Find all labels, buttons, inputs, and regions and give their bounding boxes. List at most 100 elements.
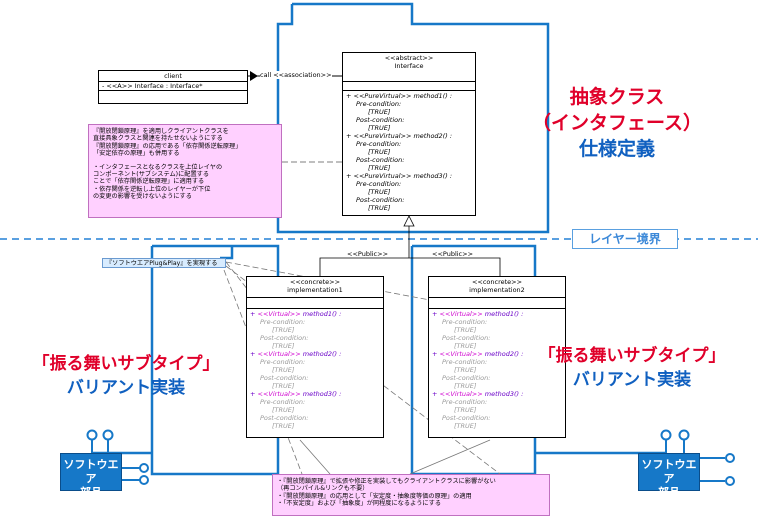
plus-sign: +	[250, 310, 256, 318]
interface-title-line1: 抽象クラス	[569, 86, 665, 108]
software-component-left[interactable]: ソフトウエア 部品	[60, 453, 122, 499]
client-attribute: - <<A>> Interface : Interface*	[99, 82, 247, 91]
impl2-method-post: Post-condition:	[442, 374, 491, 382]
note-line: 『開放閉鎖原理』の応用である「依存関係逆転原理」	[93, 142, 242, 150]
method-name: method3() :	[302, 390, 342, 398]
client-class[interactable]: client - <<A>> Interface : Interface*	[98, 70, 248, 104]
port-icon	[139, 475, 149, 485]
note-line: ・『開放閉鎖原理』で拡張や修正を実装してもクライアントクラスに影響がない	[277, 478, 496, 485]
interface-header: <<abstract>> Interface	[343, 53, 475, 82]
component-label-line2: 部品	[658, 486, 680, 499]
interface-method-post-val: [TRUE]	[368, 204, 391, 212]
impl2-method-post: Post-condition:	[442, 334, 491, 342]
plus-sign: +	[432, 310, 438, 318]
plug-and-play-note: 『ソフトウエアPlug&Play』を実現する	[102, 258, 226, 268]
interface-method-sig: + <<PureVirtual>> method1() :	[346, 92, 453, 100]
impl1-method-pre: Pre-condition:	[260, 398, 306, 406]
impl2-method-pre: Pre-condition:	[442, 358, 488, 366]
plus-sign: +	[250, 350, 256, 358]
plus-sign: +	[432, 350, 438, 358]
interface-method-post: Post-condition:	[356, 196, 405, 204]
note-line: コンポーネント(サブシステム)に配置する	[93, 171, 210, 179]
interface-method-post: Post-condition:	[356, 156, 405, 164]
note-line: ・『開放閉鎖原理』の応用として「安定度・抽象度等価の原理」の適用	[277, 492, 472, 500]
interface-method-post-val: [TRUE]	[368, 164, 391, 172]
note-line: の変更の影響を受けないようにする	[93, 193, 192, 201]
note-line: ・「不安定度」および「抽象度」が同程度になるようにする	[277, 500, 442, 508]
interface-method-pre-val: [TRUE]	[368, 108, 391, 116]
impl1-method-pre-val: [TRUE]	[272, 366, 295, 374]
note-line: 『開放閉鎖原理』を適用しクライアントクラスを	[93, 128, 229, 135]
virtual-keyword: <<Virtual>>	[439, 350, 483, 358]
component-label-line1: ソフトウエア	[63, 458, 119, 485]
design-note-bottom: ・『開放閉鎖原理』で拡張や修正を実装してもクライアントクラスに影響がない （再コ…	[272, 474, 550, 516]
impl1-header: <<concrete>> implementation1	[247, 277, 383, 298]
impl2-method-pre: Pre-condition:	[442, 318, 488, 326]
note-line: ことで「依存関係逆転原理」に適用する	[93, 178, 205, 186]
impl1-method-pre-val: [TRUE]	[272, 406, 295, 414]
plus-sign: +	[250, 390, 256, 398]
interface-method-3: + <<PureVirtual>> method3() : Pre-condit…	[346, 172, 472, 212]
port-icon	[102, 429, 114, 441]
method-name: method1() :	[302, 310, 342, 318]
component-label-line1: ソフトウエア	[641, 458, 697, 485]
implementation2-class[interactable]: <<concrete>> implementation2 + <<Virtual…	[428, 276, 566, 438]
impl2-stereotype: <<concrete>>	[471, 278, 523, 286]
interface-method-pre-val: [TRUE]	[368, 188, 391, 196]
impl1-method-3: + <<Virtual>> method3() : Pre-condition:…	[250, 390, 380, 430]
software-component-right[interactable]: ソフトウエア 部品	[638, 453, 700, 499]
layer-boundary-label: レイヤー境界	[572, 229, 678, 249]
impl2-method-pre-val: [TRUE]	[454, 406, 477, 414]
interface-method-pre-val: [TRUE]	[368, 148, 391, 156]
impl2-name: implementation2	[469, 286, 525, 294]
impl2-method-post-val: [TRUE]	[454, 422, 477, 430]
impl1-name: implementation1	[287, 286, 343, 294]
impl2-method-pre: Pre-condition:	[442, 398, 488, 406]
interface-method-post-val: [TRUE]	[368, 124, 391, 132]
note-line: （再コンパイル&リンクも不要）	[277, 485, 369, 493]
interface-method-2: + <<PureVirtual>> method2() : Pre-condit…	[346, 132, 472, 172]
note-line: 直接具象クラスと関連を持たせないようにする	[93, 135, 223, 143]
left-title-line2: バリアント実装	[66, 378, 186, 398]
impl1-method-post: Post-condition:	[260, 414, 309, 422]
impl1-attribute-compartment	[247, 298, 383, 309]
port-icon	[660, 429, 672, 441]
note-line: 「安定依存の原理」も併用する	[93, 150, 180, 158]
impl2-method-post-val: [TRUE]	[454, 342, 477, 350]
port-icon	[725, 476, 735, 486]
interface-method-sig: + <<PureVirtual>> method2() :	[346, 132, 453, 140]
interface-title-line3: 仕様定義	[578, 138, 655, 160]
impl2-method-post-val: [TRUE]	[454, 382, 477, 390]
port-icon	[725, 453, 735, 463]
impl1-method-post-val: [TRUE]	[272, 422, 295, 430]
public-label-left: <<Public>>	[347, 250, 389, 258]
impl2-method-3: + <<Virtual>> method3() : Pre-condition:…	[432, 390, 562, 430]
impl2-method-pre-val: [TRUE]	[454, 366, 477, 374]
impl2-header: <<concrete>> implementation2	[429, 277, 565, 298]
implementation1-class[interactable]: <<concrete>> implementation1 + <<Virtual…	[246, 276, 384, 438]
impl1-method-post: Post-condition:	[260, 374, 309, 382]
impl2-method-pre-val: [TRUE]	[454, 326, 477, 334]
interface-component-frame	[276, 2, 550, 234]
port-icon	[139, 463, 149, 473]
impl1-method-post: Post-condition:	[260, 334, 309, 342]
virtual-keyword: <<Virtual>>	[439, 310, 483, 318]
client-class-name: client	[99, 71, 247, 82]
interface-method-sig: + <<PureVirtual>> method3() :	[346, 172, 453, 180]
impl2-method-2: + <<Virtual>> method2() : Pre-condition:…	[432, 350, 562, 390]
association-arrow-icon	[250, 71, 258, 81]
left-title-line1: 「振る舞いサブタイプ」	[32, 354, 220, 374]
right-title-line1: 「振る舞いサブタイプ」	[538, 346, 726, 366]
interface-method-pre: Pre-condition:	[356, 100, 402, 108]
impl1-method-pre-val: [TRUE]	[272, 326, 295, 334]
note-line: ・インタフェースとなるクラスを上位レイヤの	[93, 163, 223, 171]
note-line: ・依存関係を逆転し上位のレイヤーが下位	[93, 185, 211, 193]
impl1-method-1: + <<Virtual>> method1() : Pre-condition:…	[250, 310, 380, 350]
plus-sign: +	[432, 390, 438, 398]
right-title-line2: バリアント実装	[572, 370, 692, 390]
interface-class[interactable]: <<abstract>> Interface + <<PureVirtual>>…	[342, 52, 476, 216]
virtual-keyword: <<Virtual>>	[439, 390, 483, 398]
impl1-method-pre: Pre-condition:	[260, 358, 306, 366]
impl1-method-post-val: [TRUE]	[272, 342, 295, 350]
interface-method-pre: Pre-condition:	[356, 140, 402, 148]
